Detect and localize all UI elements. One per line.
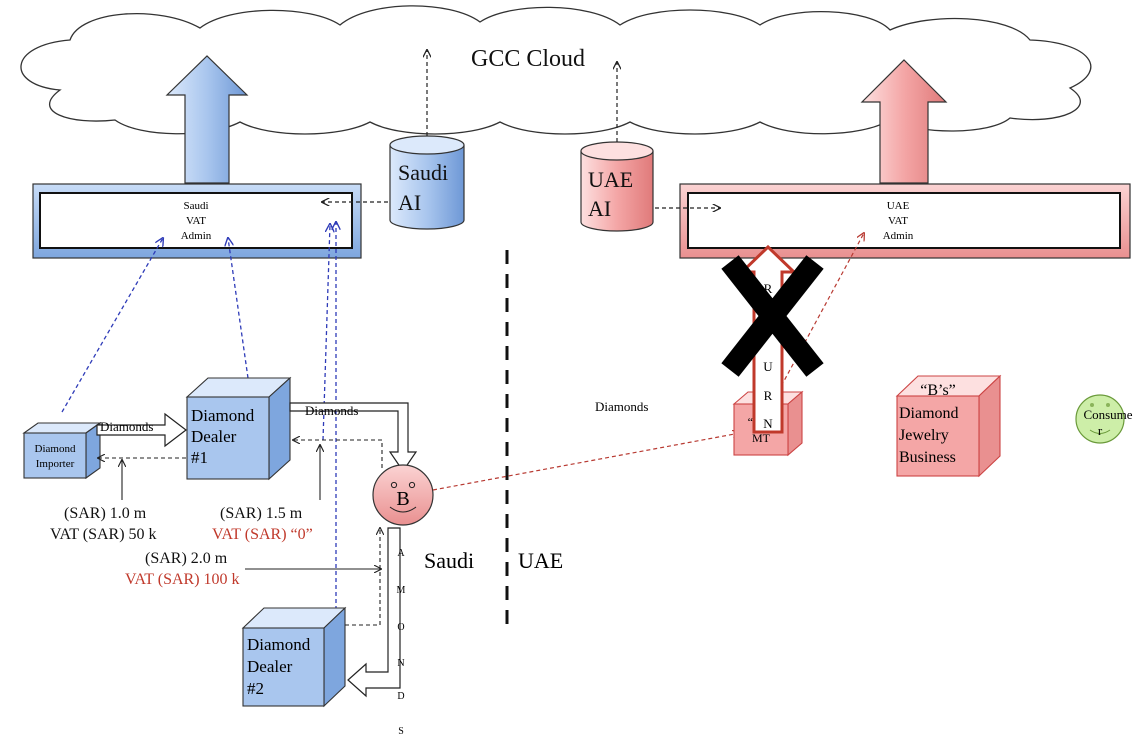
amonds-letter-5: D bbox=[397, 691, 404, 702]
cloud-label: GCC Cloud bbox=[471, 46, 585, 72]
bs-business-line1: “B’s” bbox=[920, 382, 956, 399]
saudi-vat-admin: Saudi VAT Admin bbox=[32, 183, 362, 259]
bs-diamond-jewelry-business-box: “B’s” Diamond Jewelry Business bbox=[895, 374, 1002, 478]
consumer-line2: r bbox=[1098, 423, 1103, 438]
amonds-letter-2: M bbox=[397, 585, 406, 596]
importer-to-dealer1-label: Diamonds bbox=[100, 419, 153, 434]
amonds-vertical-label: A M O N D S bbox=[397, 548, 406, 736]
diamond-importer-box: Diamond Importer bbox=[22, 421, 102, 480]
border-label-saudi: Saudi bbox=[424, 548, 474, 573]
b-node-label: B bbox=[396, 488, 409, 510]
dealer1-line2: Dealer bbox=[191, 427, 237, 446]
uae-admin-line1: UAE bbox=[887, 200, 910, 212]
consumer-right-eye-icon bbox=[1106, 403, 1110, 407]
importer-to-dealer1-arrow bbox=[96, 412, 187, 448]
saudi-admin-line3: Admin bbox=[181, 230, 212, 242]
saudi-ai-database: Saudi AI bbox=[389, 135, 465, 230]
dealer2-to-b-payment bbox=[345, 528, 380, 626]
gcc-cloud: GCC Cloud bbox=[20, 5, 1092, 135]
saudi-admin-line2: VAT bbox=[186, 215, 206, 227]
dealer1-price: (SAR) 1.5 m bbox=[220, 505, 303, 522]
amonds-letter-4: N bbox=[397, 658, 404, 669]
amonds-letter-6: S bbox=[398, 726, 404, 736]
b-to-dealer1-payment bbox=[293, 440, 383, 468]
b-to-bs-mt-link bbox=[432, 433, 740, 491]
dealer2-price: (SAR) 2.0 m bbox=[145, 550, 228, 567]
return-letter-5: N bbox=[763, 416, 773, 431]
dealer1-to-b-arrow bbox=[289, 402, 418, 473]
saudi-admin-line1: Saudi bbox=[183, 200, 208, 212]
b-node: B bbox=[372, 464, 434, 526]
uae-admin-line2: VAT bbox=[888, 215, 908, 227]
return-letter-1: R bbox=[764, 281, 773, 296]
uae-ai-line1: UAE bbox=[588, 167, 633, 192]
blocked-x-icon bbox=[721, 255, 824, 377]
bs-business-line4: Business bbox=[899, 449, 956, 466]
b-left-eye-icon bbox=[390, 481, 398, 489]
dealer2-line2: Dealer bbox=[247, 657, 293, 676]
importer-report-link bbox=[61, 238, 163, 413]
bs-business-line2: Diamond bbox=[899, 405, 959, 422]
amonds-letter-3: O bbox=[397, 622, 404, 633]
uae-ai-line2: AI bbox=[588, 196, 611, 221]
uae-upload-arrow bbox=[860, 59, 948, 184]
importer-vat: VAT (SAR) 50 k bbox=[50, 526, 157, 543]
uae-diamonds-label: Diamonds bbox=[595, 399, 648, 414]
consumer-left-eye-icon bbox=[1090, 403, 1094, 407]
saudi-upload-arrow bbox=[165, 55, 249, 184]
uae-admin-line3: Admin bbox=[883, 230, 914, 242]
bs-mt-report-link bbox=[777, 233, 864, 393]
amonds-letter-1: A bbox=[397, 548, 405, 559]
consumer-line1: Consume bbox=[1083, 407, 1132, 422]
dealer2-line3: #2 bbox=[247, 679, 264, 698]
dealer2-vat: VAT (SAR) 100 k bbox=[125, 571, 240, 588]
saudi-ai-line2: AI bbox=[398, 190, 421, 215]
dealer1-line1: Diamond bbox=[191, 406, 255, 425]
dealer1-report-link bbox=[228, 238, 249, 379]
dealer2-line1: Diamond bbox=[247, 635, 311, 654]
b-to-dealer2-arrow bbox=[347, 527, 401, 698]
border-label-uae: UAE bbox=[518, 548, 563, 573]
bs-mt-line2: MT bbox=[752, 431, 771, 445]
uae-vat-admin: UAE VAT Admin bbox=[679, 183, 1131, 259]
importer-line1: Diamond bbox=[35, 443, 76, 455]
dealer1-vat: VAT (SAR) “0” bbox=[212, 526, 313, 543]
bs-business-line3: Jewelry bbox=[899, 427, 949, 444]
importer-price: (SAR) 1.0 m bbox=[64, 505, 147, 522]
dealer1-line3: #1 bbox=[191, 448, 208, 467]
diamond-dealer-1-box: Diamond Dealer #1 bbox=[185, 376, 292, 481]
consumer-node: Consume r bbox=[1075, 394, 1133, 444]
diamond-dealer-2-box: Diamond Dealer #2 bbox=[241, 606, 347, 708]
dealer1-to-b-label: Diamonds bbox=[305, 403, 358, 418]
return-letter-4: R bbox=[764, 388, 773, 403]
saudi-ai-line1: Saudi bbox=[398, 160, 448, 185]
uae-ai-database: UAE AI bbox=[580, 141, 654, 232]
b-right-eye-icon bbox=[408, 481, 416, 489]
return-letter-3: U bbox=[763, 359, 773, 374]
importer-line2: Importer bbox=[36, 458, 75, 470]
